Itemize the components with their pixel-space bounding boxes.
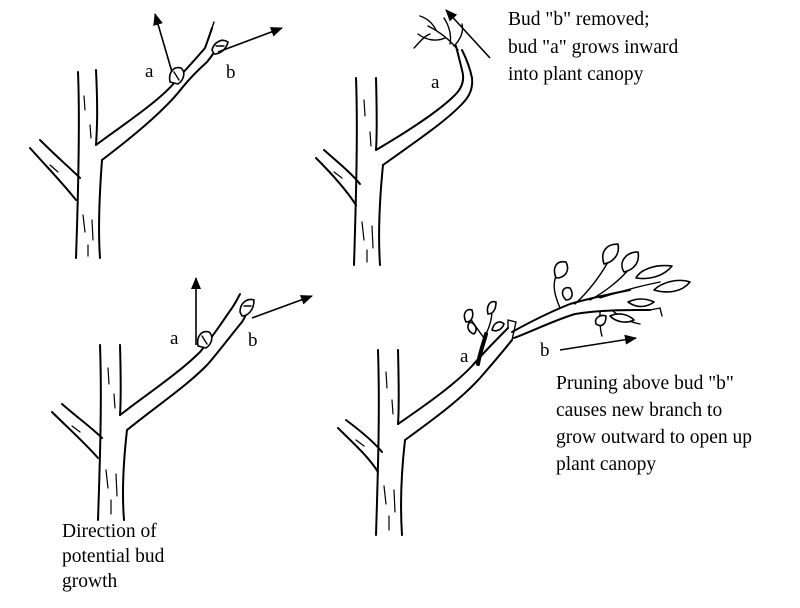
caption-line: Bud "b" removed; bbox=[508, 9, 650, 30]
label-bud-a: a bbox=[431, 72, 440, 93]
arrow-bud-b-out bbox=[217, 27, 283, 53]
branch bbox=[95, 21, 223, 161]
caption-line: growth bbox=[62, 571, 117, 592]
caption-line: Direction of bbox=[62, 521, 157, 542]
arrow-bud-a-up bbox=[153, 13, 173, 73]
caption: Pruning above bud "b" causes new branch … bbox=[556, 373, 757, 475]
arrow-bud-b-out bbox=[251, 295, 313, 319]
caption-line: causes new branch to bbox=[556, 400, 722, 421]
bud-b bbox=[239, 298, 255, 317]
panel-bottom-left: a b Direction of potential bud growth bbox=[51, 277, 313, 592]
branch bbox=[375, 45, 474, 166]
caption-line: plant canopy bbox=[556, 454, 656, 475]
arrow-inward bbox=[445, 9, 491, 59]
panel-top-right: a Bud "b" removed; bud "a" grows inward … bbox=[315, 9, 683, 266]
panel-top-left: a b bbox=[29, 13, 283, 259]
caption-line: Pruning above bud "b" bbox=[556, 373, 734, 394]
tree-trunk bbox=[337, 349, 406, 536]
tree-trunk bbox=[51, 344, 128, 521]
bud-a bbox=[196, 330, 213, 349]
new-shoot-from-bud-a bbox=[413, 15, 464, 51]
bud-b bbox=[211, 39, 229, 55]
caption-line: potential bud bbox=[62, 546, 165, 567]
panel-bottom-right: a b Pruning above bud "b" causes new bra… bbox=[337, 243, 757, 536]
caption-line: grow outward to open up bbox=[556, 427, 752, 448]
arrow-outward bbox=[559, 334, 637, 351]
tree-trunk bbox=[29, 69, 103, 259]
label-bud-a: a bbox=[145, 61, 154, 82]
tree-trunk bbox=[315, 77, 384, 266]
label-bud-b: b bbox=[540, 340, 550, 361]
label-bud-b: b bbox=[226, 62, 236, 83]
branch bbox=[397, 319, 517, 441]
label-bud-b: b bbox=[248, 330, 258, 351]
branch bbox=[119, 293, 249, 431]
caption-line: into plant canopy bbox=[508, 64, 644, 85]
removed-shoot-at-bud-a bbox=[463, 300, 505, 366]
label-bud-a: a bbox=[460, 346, 469, 367]
caption-line: bud "a" grows inward bbox=[508, 37, 679, 58]
new-outward-branch bbox=[511, 261, 663, 339]
caption: Direction of potential bud growth bbox=[62, 521, 169, 592]
leaves bbox=[553, 243, 691, 327]
label-bud-a: a bbox=[170, 328, 179, 349]
caption: Bud "b" removed; bud "a" grows inward in… bbox=[508, 9, 683, 85]
bud-a bbox=[168, 66, 185, 85]
